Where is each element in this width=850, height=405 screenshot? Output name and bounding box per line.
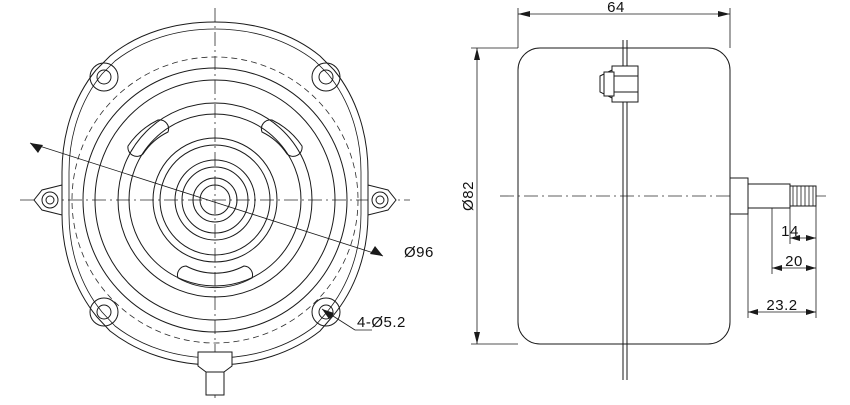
label-step-length: 20 (785, 253, 803, 270)
dimension-step-length: 20 (771, 208, 817, 274)
vent-slots (128, 120, 302, 288)
side-view: 64 Ø82 14 (460, 0, 830, 380)
mounting-boss-bottom-right (312, 298, 340, 326)
label-thread-length: 14 (781, 223, 799, 240)
label-body-diameter: Ø82 (460, 181, 477, 211)
side-lug-right (367, 184, 397, 216)
front-body-circles (83, 68, 347, 332)
mounting-boss-bottom-left (90, 298, 118, 326)
label-bolt-circle-diameter: Ø96 (404, 244, 434, 261)
dimension-body-diameter: Ø82 (460, 47, 518, 345)
dimension-mounting-holes: 4-Ø5.2 (321, 308, 406, 331)
dimension-total-shaft-length: 23.2 (747, 214, 817, 318)
front-view-centerlines (20, 8, 410, 398)
side-lug-left (33, 184, 63, 216)
side-shaft-stub (729, 177, 817, 215)
dimension-overall-width: 64 (517, 0, 731, 48)
bolt-circle (71, 56, 359, 344)
front-housing-outline (62, 22, 368, 365)
mounting-boss-top-right (312, 63, 340, 91)
label-mounting-holes: 4-Ø5.2 (357, 314, 406, 331)
label-overall-width: 64 (607, 0, 625, 16)
dimension-thread-length: 14 (781, 206, 817, 244)
side-terminal-fitting (599, 65, 639, 103)
label-total-shaft-length: 23.2 (766, 297, 797, 314)
thread-hatching (792, 186, 814, 206)
front-bottom-stub (197, 351, 233, 396)
mounting-boss-top-left (90, 63, 118, 91)
dimension-bolt-circle-diameter: Ø96 (29, 142, 434, 261)
